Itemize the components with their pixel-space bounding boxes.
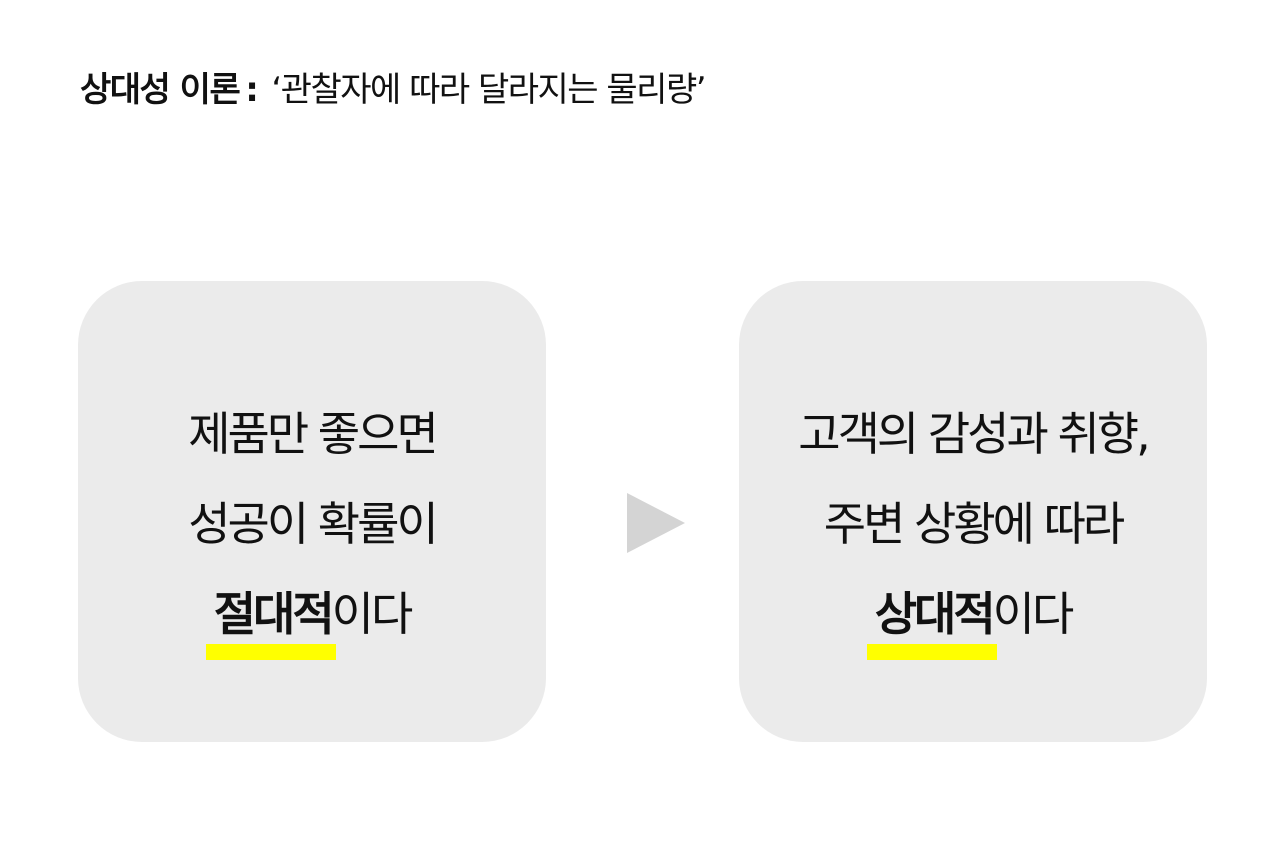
highlight-underline: [205, 644, 336, 660]
title-separator: :: [245, 70, 259, 110]
highlight-underline: [866, 644, 997, 660]
card-absolute-line-3: 절대적 이다: [78, 569, 546, 660]
title-term: 상대성 이론: [80, 70, 241, 110]
emphasis-relative: 상대적: [866, 569, 997, 660]
card-absolute-suffix: 이다: [331, 587, 414, 641]
card-relative-text: 고객의 감성과 취향, 주변 상황에 따라 상대적 이다: [739, 389, 1207, 660]
title-description: ‘관찰자에 따라 달라지는 물리량’: [271, 70, 706, 110]
card-relative: 고객의 감성과 취향, 주변 상황에 따라 상대적 이다: [739, 281, 1207, 742]
page-title: 상대성 이론: ‘관찰자에 따라 달라지는 물리량’: [80, 64, 707, 116]
card-relative-line-1: 고객의 감성과 취향,: [798, 407, 1150, 461]
card-relative-line-3: 상대적 이다: [739, 569, 1207, 660]
card-absolute-line-1: 제품만 좋으면: [188, 407, 439, 461]
card-absolute: 제품만 좋으면 성공이 확률이 절대적 이다: [78, 281, 546, 742]
emphasis-absolute-word: 절대적: [213, 587, 335, 641]
card-relative-line-2: 주변 상황에 따라: [823, 497, 1125, 551]
emphasis-relative-word: 상대적: [874, 587, 996, 641]
card-relative-suffix: 이다: [992, 587, 1075, 641]
card-absolute-text: 제품만 좋으면 성공이 확률이 절대적 이다: [78, 389, 546, 660]
card-absolute-line-2: 성공이 확률이: [188, 497, 439, 551]
play-triangle-right-icon: [627, 493, 685, 553]
emphasis-absolute: 절대적: [205, 569, 336, 660]
